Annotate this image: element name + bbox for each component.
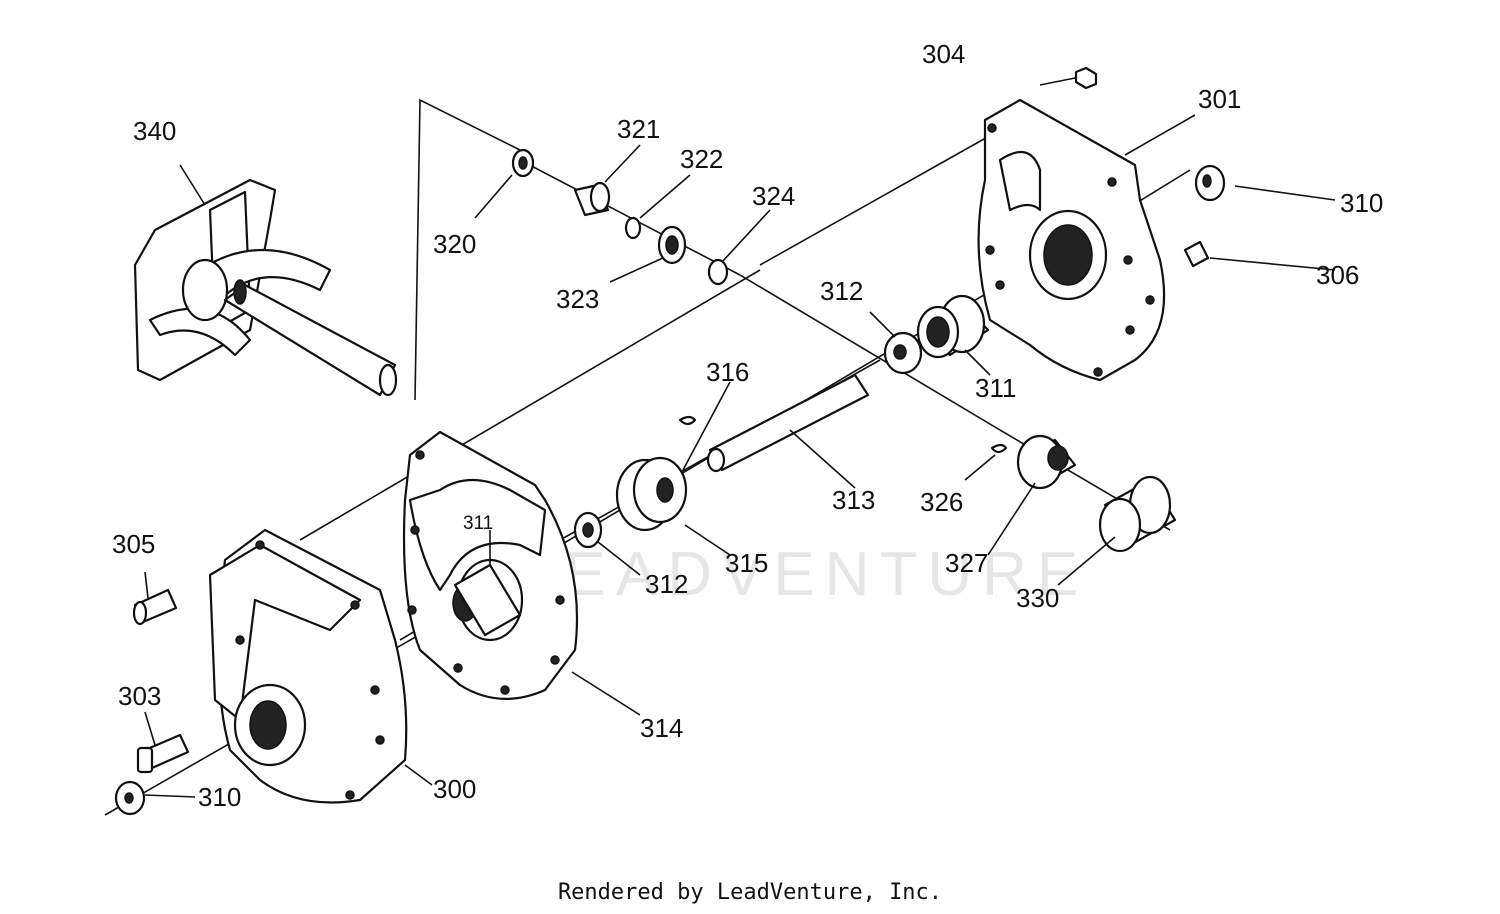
leader-lines [144,114,1336,798]
watermark-text: LEADVENTURE [520,540,1088,609]
label-316: 316 [706,357,749,387]
label-312-left: 312 [645,569,688,599]
label-303: 303 [118,681,161,711]
label-327: 327 [945,548,988,578]
part-300-gear-housing-left [208,528,408,804]
label-310-right: 310 [1340,188,1383,218]
label-312-right: 312 [820,276,863,306]
part-301-gear-housing-right [977,98,1166,382]
label-320: 320 [433,229,476,259]
label-311-left: 311 [463,513,493,534]
small-hardware [114,66,1226,816]
footer-credit: Rendered by LeadVenture, Inc. [557,880,943,905]
label-311-right: 311 [975,373,1016,403]
label-301: 301 [1198,84,1241,114]
label-324: 324 [752,181,795,211]
label-322: 322 [680,144,723,174]
label-313: 313 [832,485,875,515]
label-300: 300 [433,774,476,804]
part-340-impeller [133,178,398,397]
label-310-left: 310 [198,782,241,812]
label-314: 314 [640,713,683,743]
part-labels: 340 304 301 321 322 324 320 323 310 306 … [112,39,1383,812]
label-340: 340 [133,116,176,146]
label-305: 305 [112,529,155,559]
label-304: 304 [922,39,965,69]
label-330: 330 [1016,583,1059,613]
exploded-parts-diagram: LEADVENTURE [104,39,1383,816]
label-323: 323 [556,284,599,314]
label-321: 321 [617,114,660,144]
label-315: 315 [725,548,768,578]
label-326: 326 [920,487,963,517]
label-306: 306 [1316,260,1359,290]
